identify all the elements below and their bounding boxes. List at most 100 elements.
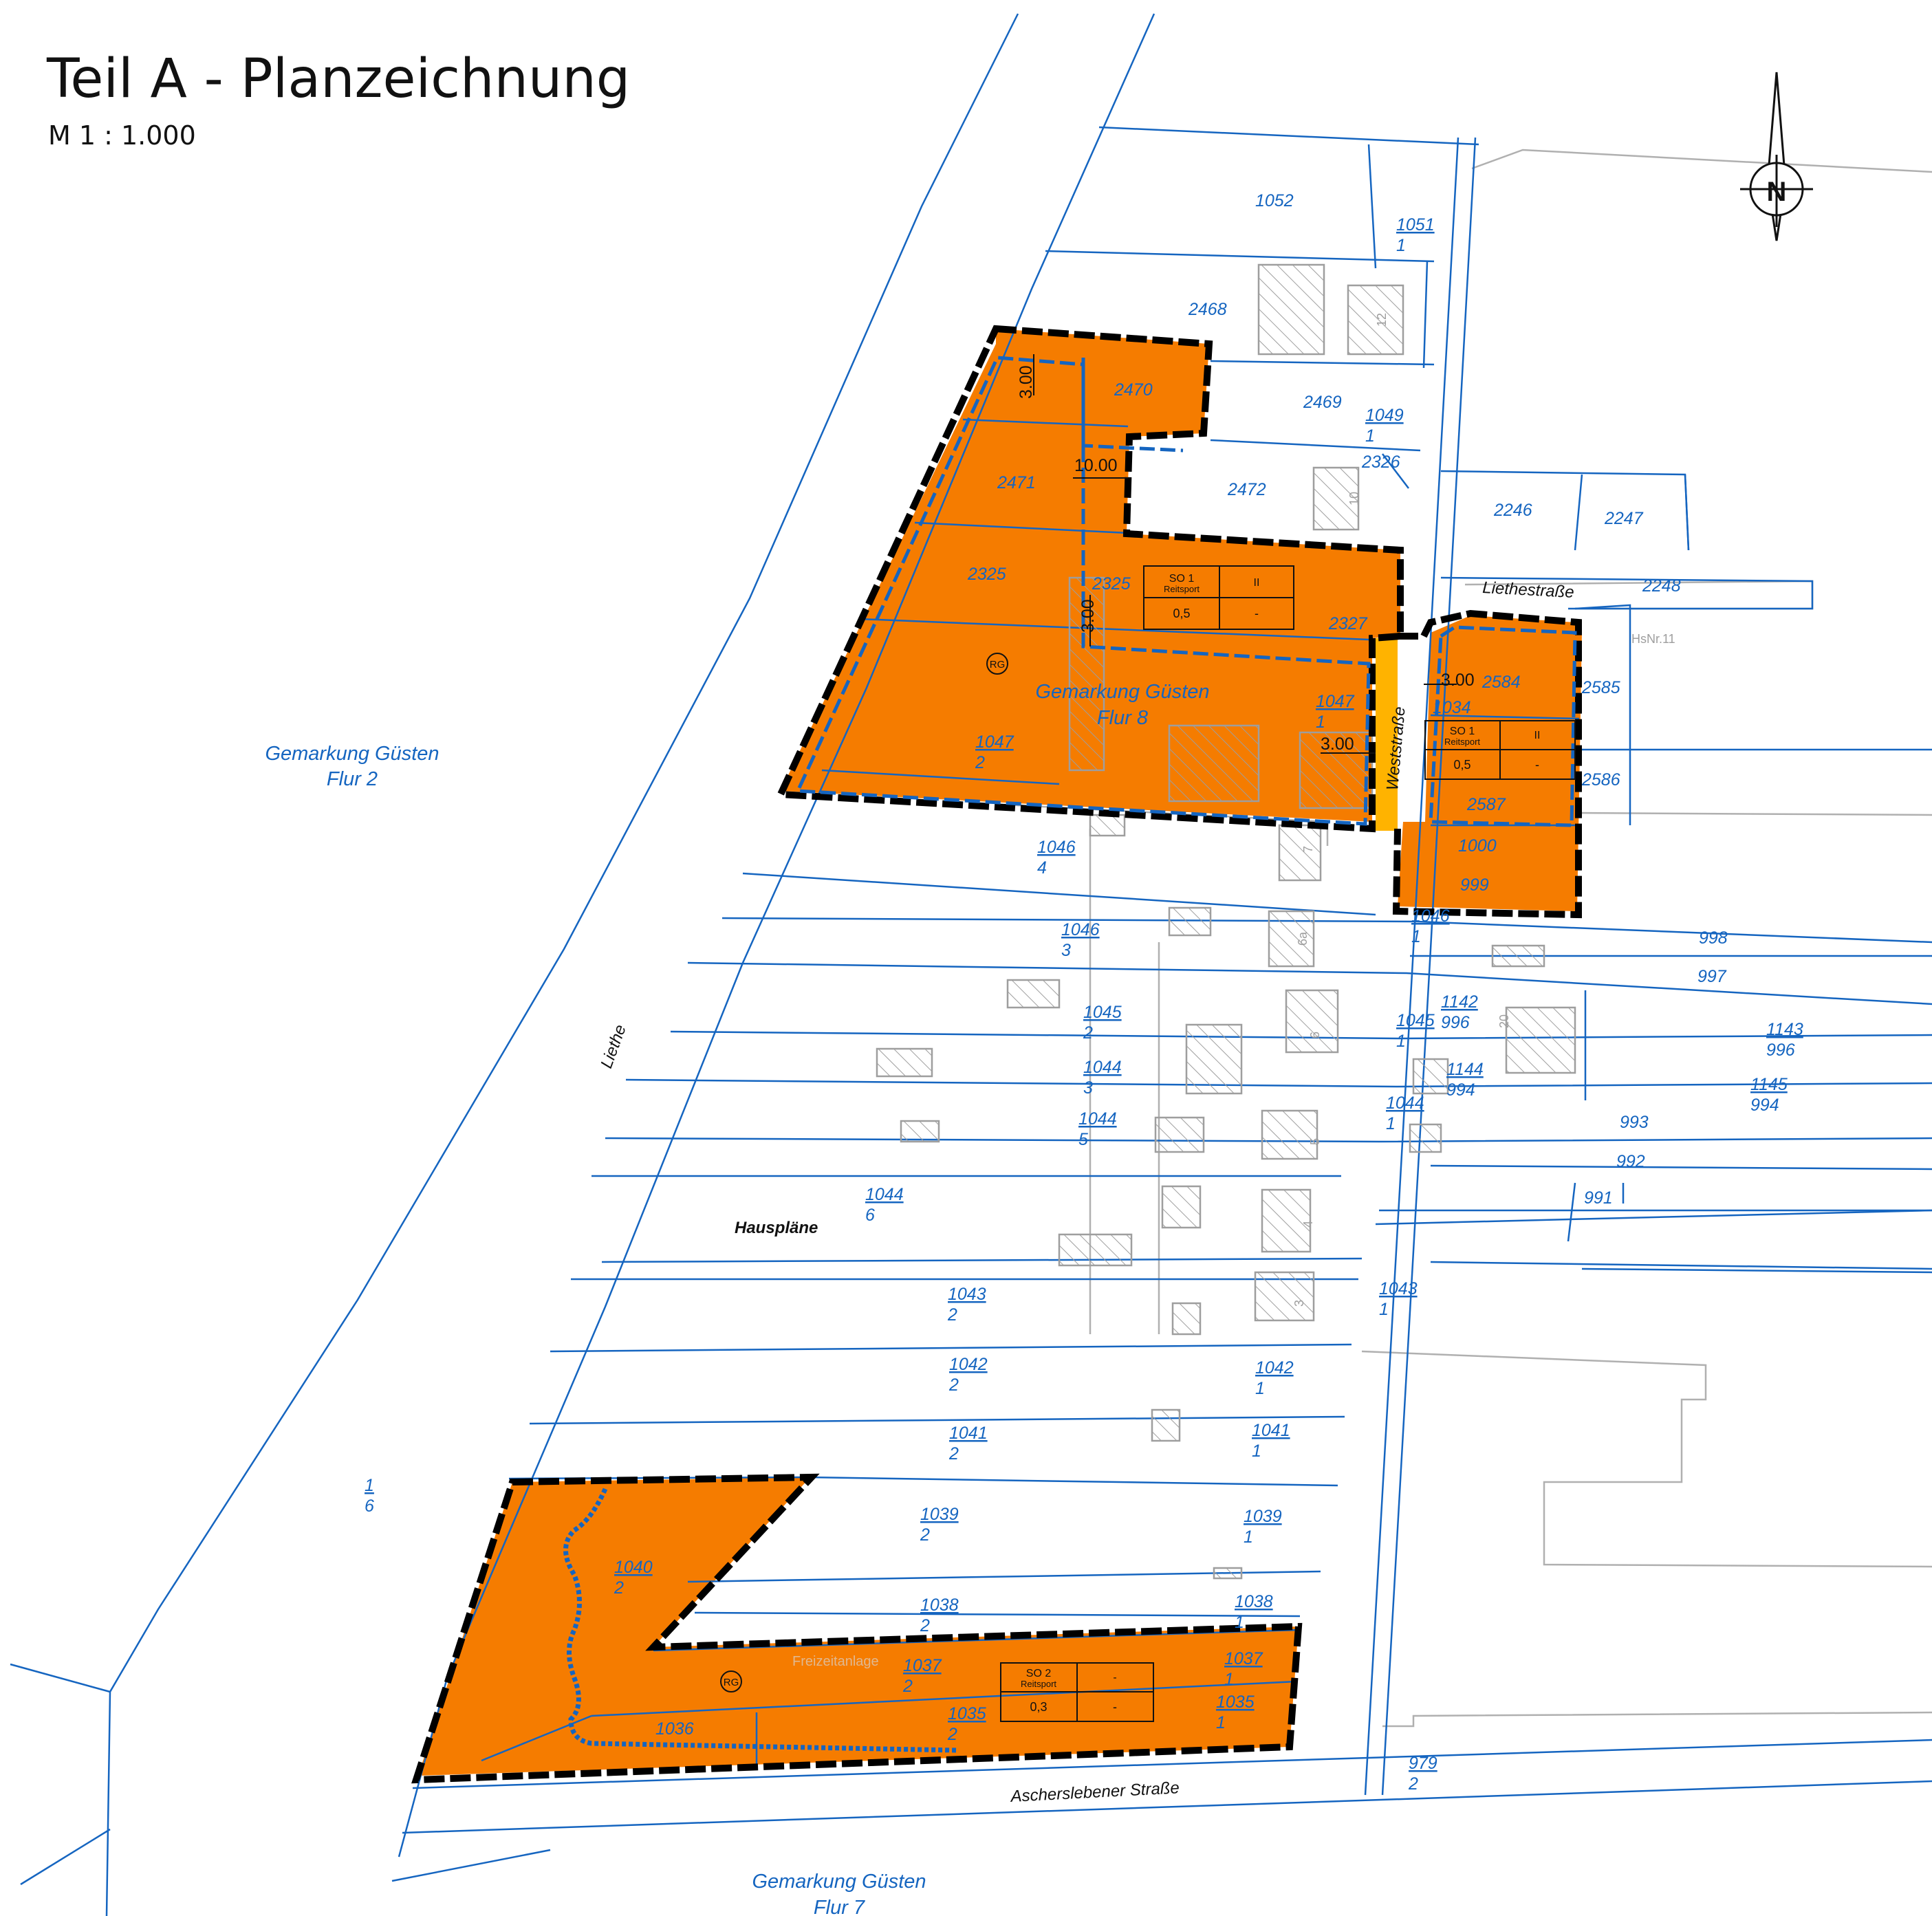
plan-boundaries: [411, 325, 1582, 1784]
building: [1068, 576, 1105, 772]
parcel-number: 1046: [1061, 920, 1100, 939]
zone-floors: II: [1534, 730, 1541, 741]
parcel-number: 2585: [1581, 678, 1620, 697]
parcel-number: 1043: [948, 1285, 986, 1304]
zone-grz: 0,5: [1453, 758, 1470, 772]
dimension-label: 10.00: [1074, 456, 1118, 475]
parcel-number: 992: [1616, 1152, 1645, 1171]
parcel-number: 2: [920, 1525, 930, 1545]
parcel-number: 1: [1386, 1114, 1396, 1133]
zoning-table-1[interactable]: SO 1 Reitsport II 0,5 -: [1143, 565, 1294, 630]
zone-name: SO 1: [1450, 726, 1475, 737]
parcel-number: 2470: [1114, 380, 1153, 400]
parcel-number: 2468: [1188, 300, 1227, 319]
parcel-number: 1037: [1224, 1649, 1263, 1668]
parcel-number: 1044: [1386, 1093, 1424, 1113]
parcel-number: 2584: [1481, 673, 1521, 692]
dimension-label: 3.00: [1078, 599, 1098, 633]
parcel-number: 979: [1409, 1754, 1437, 1773]
parcel-number: 2469: [1303, 393, 1342, 412]
building: [1171, 1302, 1202, 1336]
dimension-label: 3.00: [1441, 671, 1475, 690]
parcel-number: 1041: [1252, 1421, 1290, 1440]
parcel-number: 1038: [920, 1596, 959, 1615]
parcel-number: 1037: [903, 1656, 942, 1675]
parcel-number: 1047: [975, 732, 1014, 752]
plan-area-south[interactable]: [418, 1477, 1299, 1776]
parcel-number: 1: [1224, 1670, 1234, 1689]
house-number: 12: [1375, 313, 1389, 327]
parcel-number: 2: [947, 1725, 957, 1744]
parcel-number: 2: [948, 1375, 959, 1395]
parcel-number: 2: [947, 1305, 957, 1325]
parcel-number: 2472: [1227, 480, 1266, 499]
building: [1168, 724, 1260, 803]
building: [1257, 263, 1325, 356]
dimension-label: 3.00: [1321, 734, 1354, 754]
parcel-number: 1044: [1083, 1058, 1122, 1077]
parcel-number: 1: [1216, 1713, 1226, 1732]
rg-marker: RG: [724, 1677, 739, 1688]
parcel-number: 2586: [1581, 770, 1620, 790]
parcel-number: 2246: [1493, 501, 1532, 520]
parcel-number: 5: [1078, 1130, 1088, 1149]
parcel-number: 1041: [949, 1424, 988, 1443]
parcel-number: 1045: [1083, 1003, 1122, 1022]
district-label: Gemarkung Güsten: [752, 1871, 926, 1893]
buildings: [876, 263, 1576, 1580]
parcel-number: 2247: [1604, 509, 1644, 528]
parcel-number: 1: [1396, 236, 1406, 255]
parcel-number: 4: [1037, 858, 1047, 878]
parcel-number: 1044: [865, 1185, 904, 1204]
zone-use: Reitsport: [1164, 584, 1200, 594]
street-aschersleben: Aschersleben­er Straße: [1009, 1778, 1180, 1806]
street-liethestrasse: Liethestraße: [1482, 578, 1575, 602]
parcel-number: 2: [1083, 1023, 1093, 1043]
house-number: 20: [1497, 1014, 1511, 1028]
house-number: 5: [1308, 1138, 1322, 1145]
label-hsnr: HsNr.11: [1631, 632, 1675, 646]
parcel-number: 998: [1699, 928, 1728, 948]
building: [1261, 1109, 1318, 1160]
parcel-number: 3: [1061, 941, 1071, 960]
north-letter: N: [1767, 177, 1787, 207]
building: [1412, 1058, 1449, 1095]
zone-name: SO 1: [1169, 573, 1195, 585]
building: [1491, 944, 1545, 968]
parcel-number: 2: [614, 1578, 624, 1598]
parcel-number: 997: [1697, 967, 1727, 986]
building: [1285, 989, 1339, 1054]
parcel-number: 1038: [1235, 1592, 1273, 1611]
plan-area-east[interactable]: [1398, 616, 1582, 911]
house-number: 6: [1308, 1032, 1322, 1038]
building: [1151, 1408, 1181, 1442]
parcel-number: 1045: [1396, 1011, 1435, 1030]
dimensions: 3.00 10.00 3.00 3.00 3.00: [1017, 354, 1475, 754]
zone-other: -: [1535, 758, 1539, 772]
parcel-number: 994: [1750, 1096, 1779, 1115]
parcel-number: 1046: [1411, 906, 1450, 926]
parcel-number: 3: [1083, 1078, 1093, 1098]
zone-grz: 0,5: [1173, 607, 1190, 620]
zoning-table-2[interactable]: SO 1 Reitsport II 0,5 -: [1424, 720, 1576, 780]
parcel-number: 1: [1235, 1613, 1244, 1632]
parcel-number: 1142: [1441, 992, 1478, 1012]
house-numbers: 12 10 6a 6 20 5 4 3 7: [1292, 313, 1511, 1307]
zone-grz: 0,3: [1030, 1700, 1047, 1714]
house-number: 4: [1301, 1221, 1315, 1228]
zoning-table-3[interactable]: SO 2 Reitsport - 0,3 -: [1000, 1662, 1154, 1722]
parcel-number: 999: [1460, 875, 1489, 895]
parcel-number: 2587: [1466, 795, 1506, 814]
parcel-number: 1000: [1458, 836, 1497, 856]
building: [1312, 466, 1360, 531]
parcel-number: 2: [920, 1616, 930, 1635]
parcel-number: 2325: [1092, 574, 1131, 594]
north-arrow: N: [1740, 72, 1813, 241]
zone-name: SO 2: [1026, 1668, 1052, 1679]
parcel-number: 991: [1584, 1188, 1613, 1208]
parcel-lines: [10, 13, 1932, 1916]
plan-area-north[interactable]: [781, 329, 1400, 822]
district-labels: Gemarkung Güsten Flur 2 Gemarkung Güsten…: [265, 681, 1209, 1916]
building: [1154, 1116, 1205, 1153]
